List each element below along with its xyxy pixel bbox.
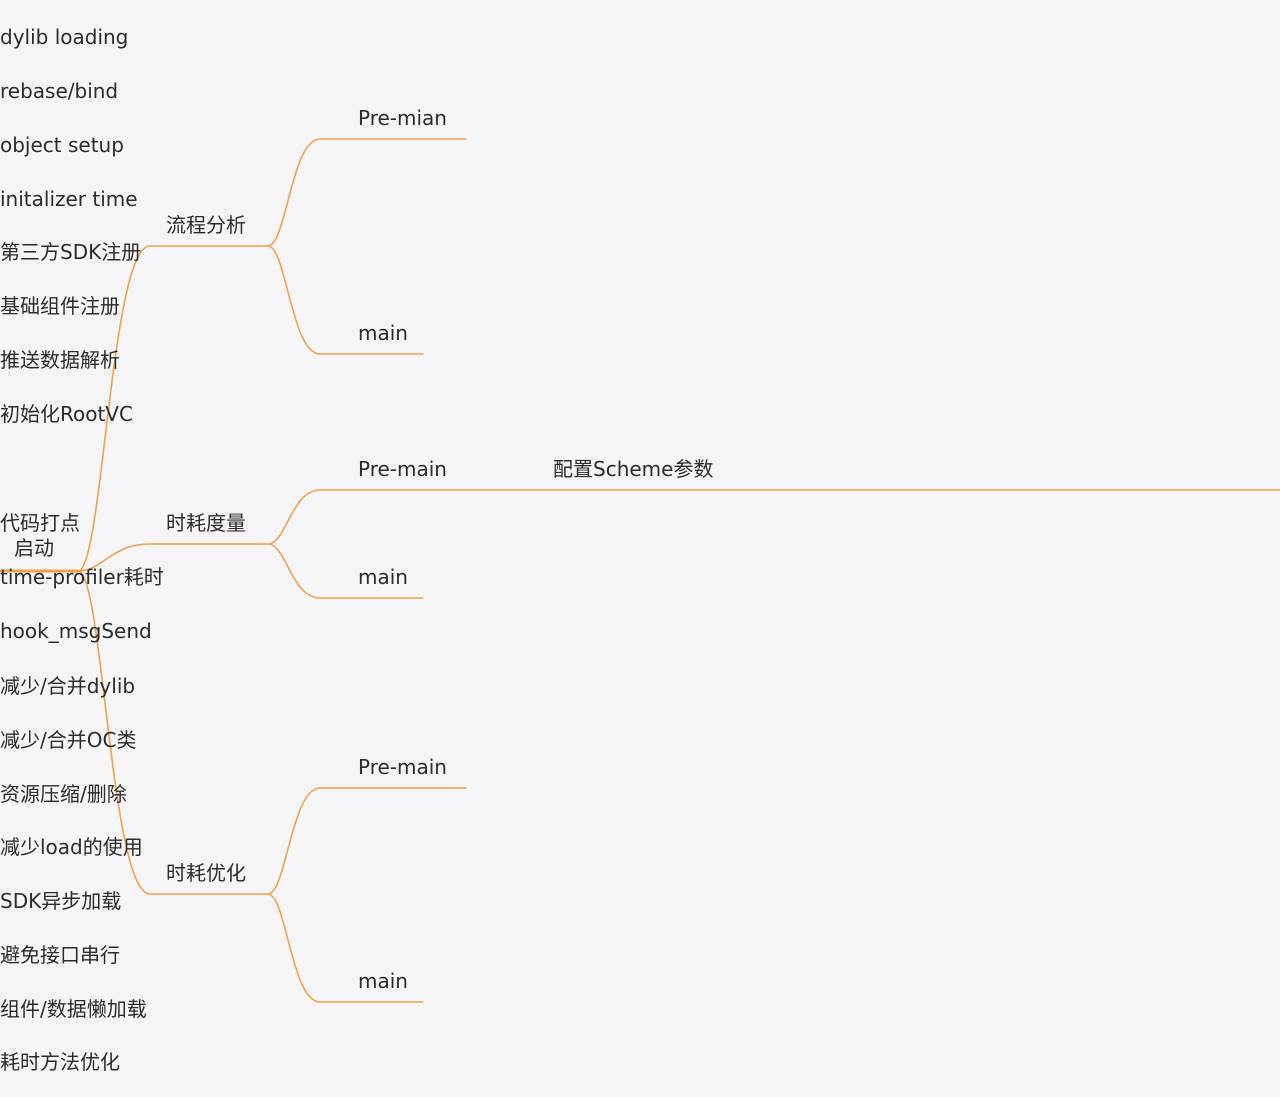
connector-branch-to-stage xyxy=(267,787,321,895)
leaf-node-label[interactable]: 耗时方法优化 xyxy=(0,1050,120,1074)
leaf-node-label[interactable]: 配置Scheme参数 xyxy=(553,457,714,481)
connector-branch-to-stage xyxy=(267,138,321,247)
stage-node-label[interactable]: Pre-main xyxy=(358,755,447,779)
stage-node-label[interactable]: main xyxy=(358,321,408,345)
leaf-node-label[interactable]: 减少/合并OC类 xyxy=(0,728,137,752)
connector-branch-to-stage xyxy=(267,543,321,599)
leaf-node-label[interactable]: 减少load的使用 xyxy=(0,835,143,859)
leaf-node-label[interactable]: time-profiler耗时 xyxy=(0,565,164,589)
leaf-node-label[interactable]: object setup xyxy=(0,133,124,157)
leaf-node-label[interactable]: 代码打点 xyxy=(0,511,80,535)
leaf-node-label[interactable]: 第三方SDK注册 xyxy=(0,240,142,264)
connector-branch-to-stage xyxy=(267,245,321,355)
root-node-label[interactable]: 启动 xyxy=(14,536,54,560)
connector-root-to-branch xyxy=(77,543,151,572)
connector-root-to-branch xyxy=(77,245,151,572)
leaf-node-label[interactable]: 基础组件注册 xyxy=(0,294,120,318)
stage-node-label[interactable]: main xyxy=(358,969,408,993)
connector-root-to-branch xyxy=(77,570,151,895)
leaf-node-label[interactable]: initalizer time xyxy=(0,187,138,211)
stage-node-label[interactable]: Pre-main xyxy=(358,457,447,481)
connector-branch-to-stage xyxy=(267,893,321,1003)
connector-branch-to-stage xyxy=(267,489,321,545)
leaf-node-label[interactable]: 组件/数据懒加载 xyxy=(0,997,147,1021)
branch-node-label[interactable]: 时耗优化 xyxy=(166,861,246,885)
leaf-node-label[interactable]: rebase/bind xyxy=(0,79,119,103)
branch-node-label[interactable]: 流程分析 xyxy=(166,213,246,237)
branch-node-label[interactable]: 时耗度量 xyxy=(166,511,246,535)
leaf-node-label[interactable]: 减少/合并dylib xyxy=(0,674,136,698)
stage-node-label[interactable]: Pre-mian xyxy=(358,106,447,130)
leaf-node-label[interactable]: 初始化RootVC xyxy=(0,402,133,426)
leaf-node-label[interactable]: 资源压缩/删除 xyxy=(0,782,127,806)
leaf-node-label[interactable]: 推送数据解析 xyxy=(0,348,120,372)
leaf-node-label[interactable]: 避免接口串行 xyxy=(0,943,120,967)
leaf-node-label[interactable]: hook_msgSend xyxy=(0,619,152,643)
stage-node-label[interactable]: main xyxy=(358,565,408,589)
leaf-node-label[interactable]: SDK异步加载 xyxy=(0,889,122,913)
leaf-node-label[interactable]: dylib loading xyxy=(0,25,129,49)
